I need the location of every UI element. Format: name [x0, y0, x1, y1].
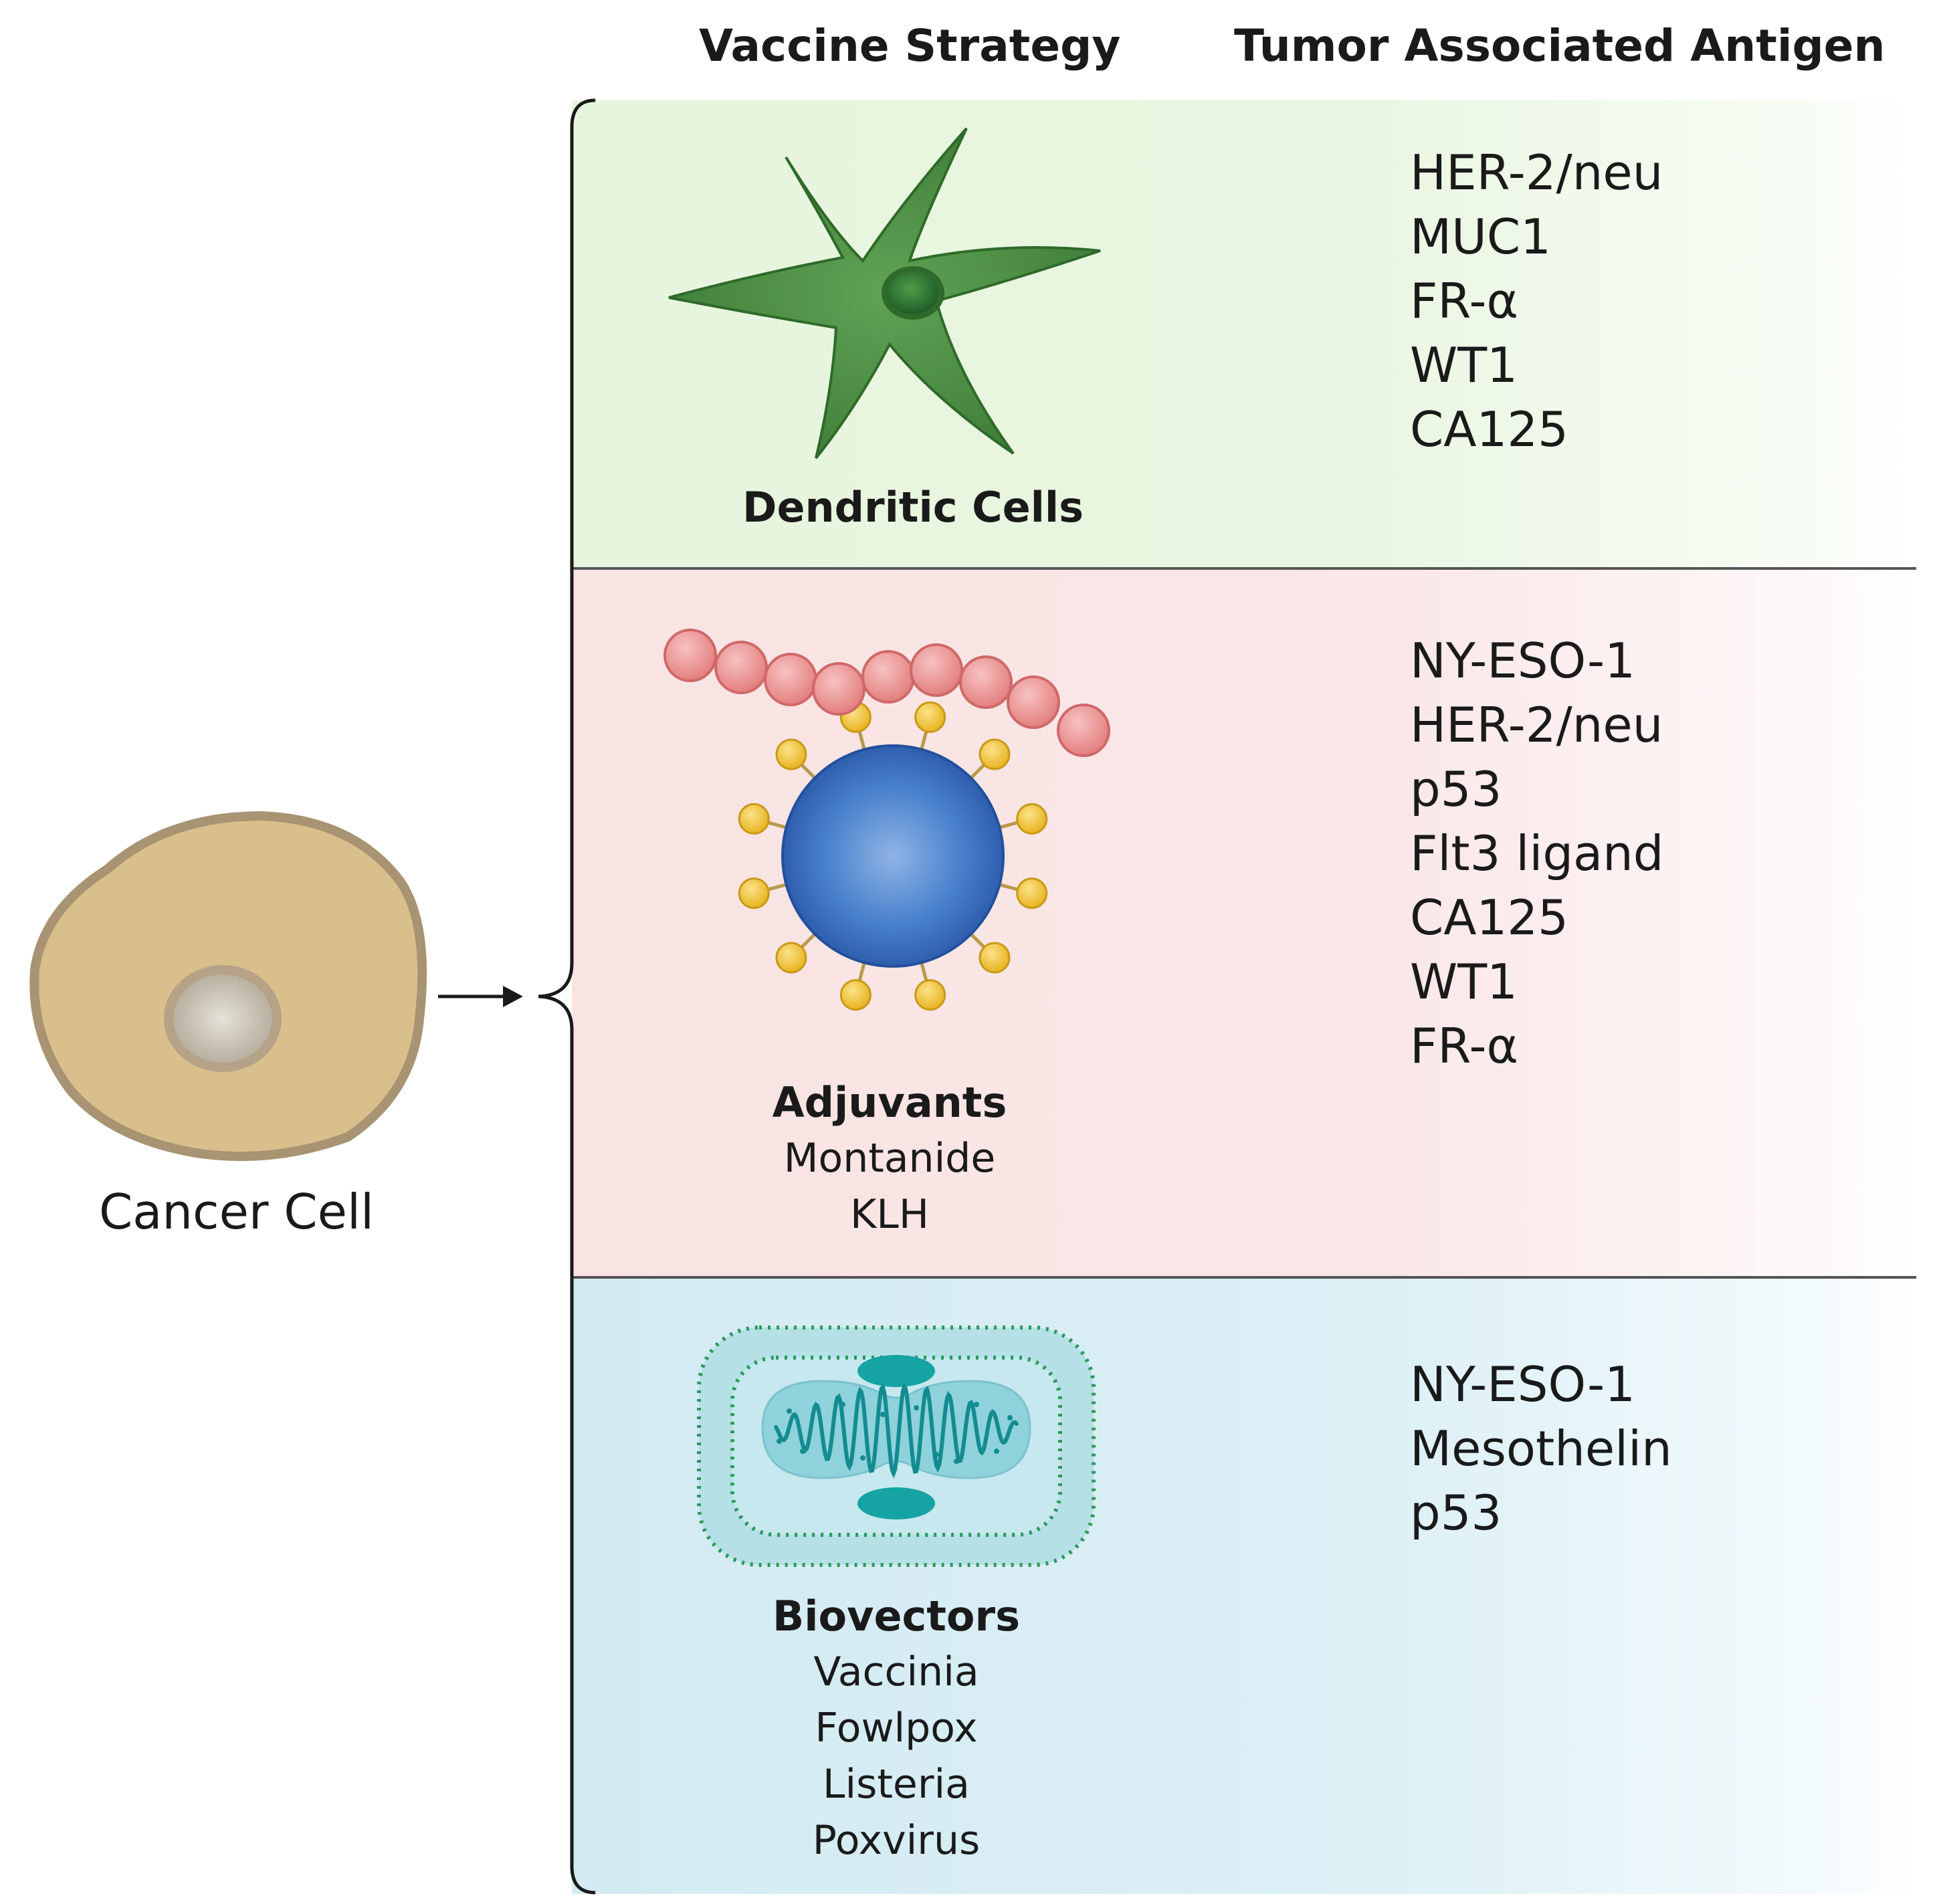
strategy-item: Poxvirus — [812, 1817, 981, 1864]
strategy-items-adjuvants: Montanide KLH — [729, 1130, 1050, 1243]
strategy-title-adjuvants: Adjuvants — [772, 1078, 1007, 1127]
antigen-list-adjuvants: NY-ESO-1 HER-2/neu p53 Flt3 ligand CA125… — [1410, 629, 1664, 1078]
strategy-item: Listeria — [823, 1761, 970, 1808]
antigen-item: CA125 — [1410, 889, 1568, 946]
header-vaccine-strategy: Vaccine Strategy — [699, 20, 1121, 72]
antigen-list-biovectors: NY-ESO-1 Mesothelin p53 — [1410, 1352, 1672, 1545]
antigen-item: MUC1 — [1410, 209, 1551, 265]
antigen-list-dendritic: HER-2/neu MUC1 FR-α WT1 CA125 — [1410, 140, 1663, 461]
strategy-item: Montanide — [783, 1135, 996, 1182]
antigen-item: WT1 — [1410, 954, 1518, 1010]
antigen-item: Mesothelin — [1410, 1420, 1672, 1477]
strategy-items-biovectors: Vaccinia Fowlpox Listeria Poxvirus — [736, 1644, 1057, 1869]
antigen-item: FR-α — [1410, 1018, 1518, 1074]
antigen-item: WT1 — [1410, 337, 1518, 393]
antigen-item: NY-ESO-1 — [1410, 633, 1635, 689]
strategy-title-dendritic: Dendritic Cells — [742, 483, 1084, 532]
adjuvant-particle-icon — [663, 629, 1110, 1011]
antigen-item: Flt3 ligand — [1410, 825, 1664, 881]
antigen-item: p53 — [1410, 1485, 1502, 1541]
header-tumor-antigen: Tumor Associated Antigen — [1234, 20, 1885, 72]
strategy-item: Vaccinia — [813, 1649, 979, 1695]
row-divider — [572, 1276, 1916, 1279]
antigen-item: p53 — [1410, 761, 1502, 817]
strategy-title-biovectors: Biovectors — [772, 1592, 1021, 1641]
cancer-cell-icon — [29, 811, 427, 1162]
row-divider — [572, 567, 1916, 570]
antigen-item: HER-2/neu — [1410, 144, 1663, 201]
antigen-item: HER-2/neu — [1410, 697, 1663, 753]
strategy-item: Fowlpox — [815, 1705, 978, 1752]
strategy-item: KLH — [850, 1191, 929, 1238]
antigen-item: NY-ESO-1 — [1410, 1356, 1635, 1412]
cancer-cell-label: Cancer Cell — [99, 1184, 374, 1240]
biovector-icon — [697, 1326, 1096, 1567]
antigen-item: CA125 — [1410, 401, 1568, 457]
row-band-dendritic — [572, 100, 1916, 568]
dendritic-cell-icon — [668, 127, 1101, 459]
antigen-item: FR-α — [1410, 273, 1518, 329]
